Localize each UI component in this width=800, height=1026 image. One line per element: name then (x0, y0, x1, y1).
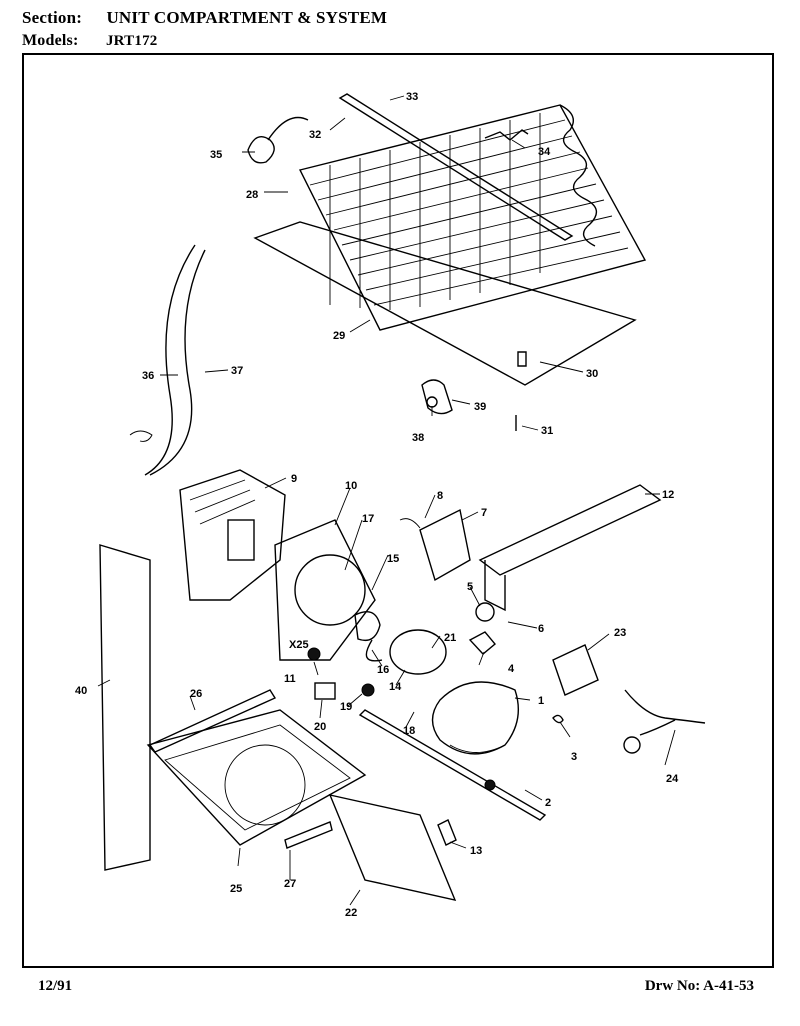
leader-lines (97, 95, 676, 906)
compressor (431, 681, 519, 755)
footer-drawing-number: Drw No: A-41-53 (644, 978, 754, 994)
diagram-frame (22, 53, 774, 968)
callout-10: 10 (345, 480, 357, 492)
top-bracket (338, 93, 574, 241)
callout-31: 31 (541, 425, 553, 437)
callout-21: 21 (444, 632, 456, 644)
callout-22: 22 (345, 907, 357, 919)
grommet-19 (361, 683, 375, 697)
callout-25: 25 (230, 883, 242, 895)
mount-rail (358, 709, 547, 821)
callout-40: 40 (75, 685, 87, 697)
rail-27 (284, 821, 333, 849)
callout-1: 1 (538, 695, 544, 707)
callout-35: 35 (210, 149, 222, 161)
callout-38: 38 (412, 432, 424, 444)
condenser-coil (298, 104, 647, 331)
callout-27: 27 (284, 878, 296, 890)
fan-shroud (179, 469, 286, 601)
footer-date: 12/91 (38, 978, 73, 994)
callout-15: 15 (387, 553, 399, 565)
callout-26: 26 (190, 688, 202, 700)
fan-cover (274, 519, 376, 661)
section-header: Section: UNIT COMPARTMENT & SYSTEM (22, 8, 387, 28)
side-panel (99, 544, 151, 871)
callout-3: 3 (571, 751, 577, 763)
callout-36: 36 (142, 370, 154, 382)
callout-30: 30 (586, 368, 598, 380)
callout-7: 7 (481, 507, 487, 519)
long-bracket (478, 484, 662, 612)
callout-17: 17 (362, 513, 374, 525)
callout-19: 19 (340, 701, 352, 713)
models-header: Models: JRT172 (22, 32, 157, 50)
callout-37: 37 (231, 365, 243, 377)
model-number: JRT172 (105, 33, 158, 49)
clip-30 (517, 351, 527, 367)
bracket-13 (437, 819, 457, 846)
drain-tube (144, 244, 196, 476)
rail-26 (148, 689, 277, 753)
callout-23: 23 (614, 627, 626, 639)
callout-16: 16 (377, 664, 389, 676)
callout-11: 11 (284, 673, 296, 685)
callout-9: 9 (291, 473, 297, 485)
access-panel (328, 794, 457, 901)
bracket-38 (421, 379, 453, 415)
start-relay (552, 644, 599, 696)
overload-protector (468, 631, 496, 655)
callout-39: 39 (474, 401, 486, 413)
callout-12: 12 (662, 489, 674, 501)
callout-8: 8 (437, 490, 443, 502)
callout-29: 29 (333, 330, 345, 342)
callout-2: 2 (545, 797, 551, 809)
cover-marking: X25 (289, 639, 309, 651)
callout-32: 32 (309, 129, 321, 141)
callout-14: 14 (389, 681, 402, 693)
grommet-11 (307, 647, 321, 661)
section-label: Section: (22, 8, 83, 27)
callout-20: 20 (314, 721, 326, 733)
callout-33: 33 (406, 91, 418, 103)
callout-5: 5 (467, 581, 473, 593)
callout-labels: 1 2 3 4 5 6 7 8 9 10 11 12 13 14 15 16 1… (75, 91, 679, 919)
callout-13: 13 (470, 845, 482, 857)
callout-6: 6 (538, 623, 544, 635)
callout-34: 34 (538, 146, 551, 158)
callout-4: 4 (508, 663, 515, 675)
callout-24: 24 (666, 773, 679, 785)
power-cord (624, 689, 706, 736)
clip-34 (484, 129, 529, 141)
clamp-35 (247, 116, 309, 164)
relay-block (419, 508, 471, 582)
callout-28: 28 (246, 189, 258, 201)
condenser-base-plate (253, 221, 637, 386)
models-label: Models: (22, 32, 79, 49)
section-title: UNIT COMPARTMENT & SYSTEM (106, 8, 388, 27)
clip-3 (552, 714, 564, 724)
callout-18: 18 (403, 725, 415, 737)
part-20 (314, 682, 336, 700)
base-pan (146, 709, 367, 846)
fan-motor (389, 629, 447, 675)
